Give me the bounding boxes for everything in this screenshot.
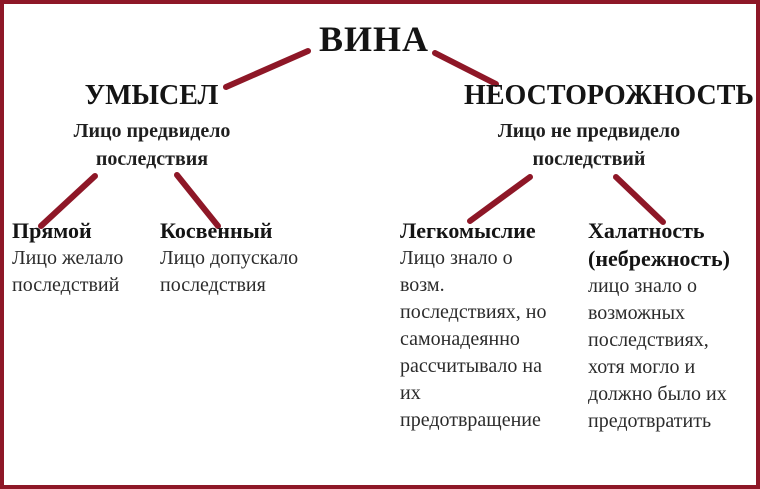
- leaf-description-legkomyslie: Лицо знало о возм. последствиях, но само…: [400, 247, 547, 431]
- leaf-label-legkomyslie: Легкомыслие: [400, 218, 536, 243]
- leaf-label-pryamoy: Прямой: [12, 218, 92, 243]
- branch-node-neostorozhnost: НЕОСТОРОЖНОСТЬ: [464, 80, 754, 111]
- leaf-node-kosvenny: Косвенный Лицо допускало последствия: [160, 217, 325, 299]
- leaf-node-khalatnost: Халатность (небрежность) лицо знало о во…: [588, 217, 756, 435]
- leaf-description-khalatnost: лицо знало о возможных последствиях, хот…: [588, 275, 727, 432]
- branch-subtitle-umysel: Лицо предвидело последствия: [73, 120, 231, 170]
- branch-subtitle-neostorozhnost: Лицо не предвидело последствий: [497, 120, 681, 170]
- leaf-label-kosvenny: Косвенный: [160, 218, 273, 243]
- leaf-label-khalatnost-extra: (небрежность): [588, 246, 730, 271]
- connector-neost-legkomyslie: [467, 174, 533, 224]
- leaf-label-khalatnost: Халатность: [588, 218, 705, 243]
- leaf-description-pryamoy: Лицо желало последствий: [12, 247, 124, 296]
- leaf-description-kosvenny: Лицо допускало последствия: [160, 247, 299, 296]
- branch-node-umysel: УМЫСЕЛ: [84, 80, 219, 111]
- connector-neost-khalatnost: [613, 174, 666, 225]
- leaf-node-legkomyslie: Легкомыслие Лицо знало о возм. последств…: [400, 217, 582, 434]
- root-node-vina: ВИНА: [318, 19, 429, 59]
- leaf-node-pryamoy: Прямой Лицо желало последствий: [12, 217, 158, 299]
